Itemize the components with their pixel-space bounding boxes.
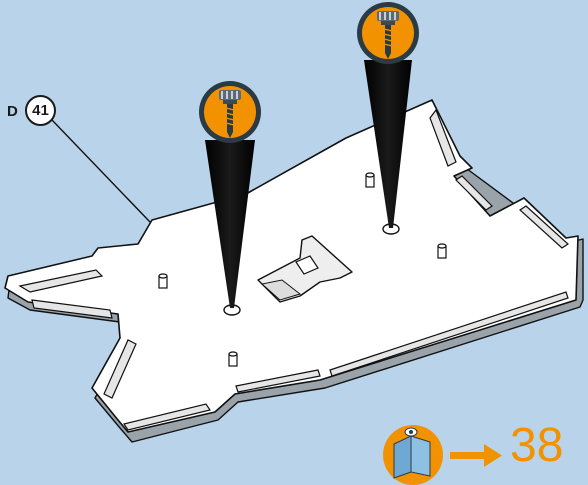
part-number: 41 xyxy=(32,102,49,119)
open-book-icon xyxy=(383,425,443,485)
peg xyxy=(366,173,374,187)
chassis-plate xyxy=(5,100,583,442)
screwdriver-icon xyxy=(357,2,419,64)
arrow-right-icon xyxy=(450,444,502,467)
peg xyxy=(159,274,167,288)
peg xyxy=(229,352,237,366)
screwdriver-icon xyxy=(199,81,261,143)
part-leader-line xyxy=(52,120,150,222)
peg xyxy=(438,244,446,258)
next-step-page-number: 38 xyxy=(510,422,563,470)
part-letter-label: D xyxy=(7,103,18,120)
part-number-badge: 41 xyxy=(25,95,56,126)
